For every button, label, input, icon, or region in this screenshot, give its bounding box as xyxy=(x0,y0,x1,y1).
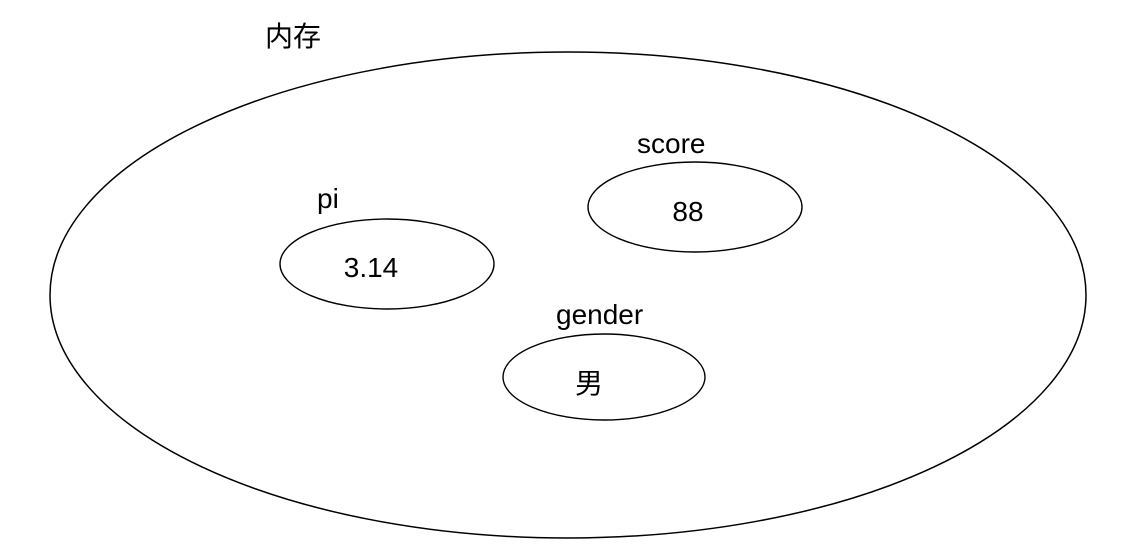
memory-ellipse xyxy=(49,51,1087,539)
variable-label-gender: gender xyxy=(556,299,643,330)
variable-value-gender: 男 xyxy=(575,368,603,399)
variable-ellipse-gender xyxy=(502,333,706,421)
variable-label-pi: pi xyxy=(317,183,339,214)
variable-label-score: score xyxy=(637,128,705,159)
memory-label: 内存 xyxy=(265,21,321,52)
variable-ellipse-pi xyxy=(279,218,495,310)
variable-value-pi: 3.14 xyxy=(344,252,399,283)
variable-ellipse-score xyxy=(587,161,803,253)
variable-value-score: 88 xyxy=(672,196,703,227)
